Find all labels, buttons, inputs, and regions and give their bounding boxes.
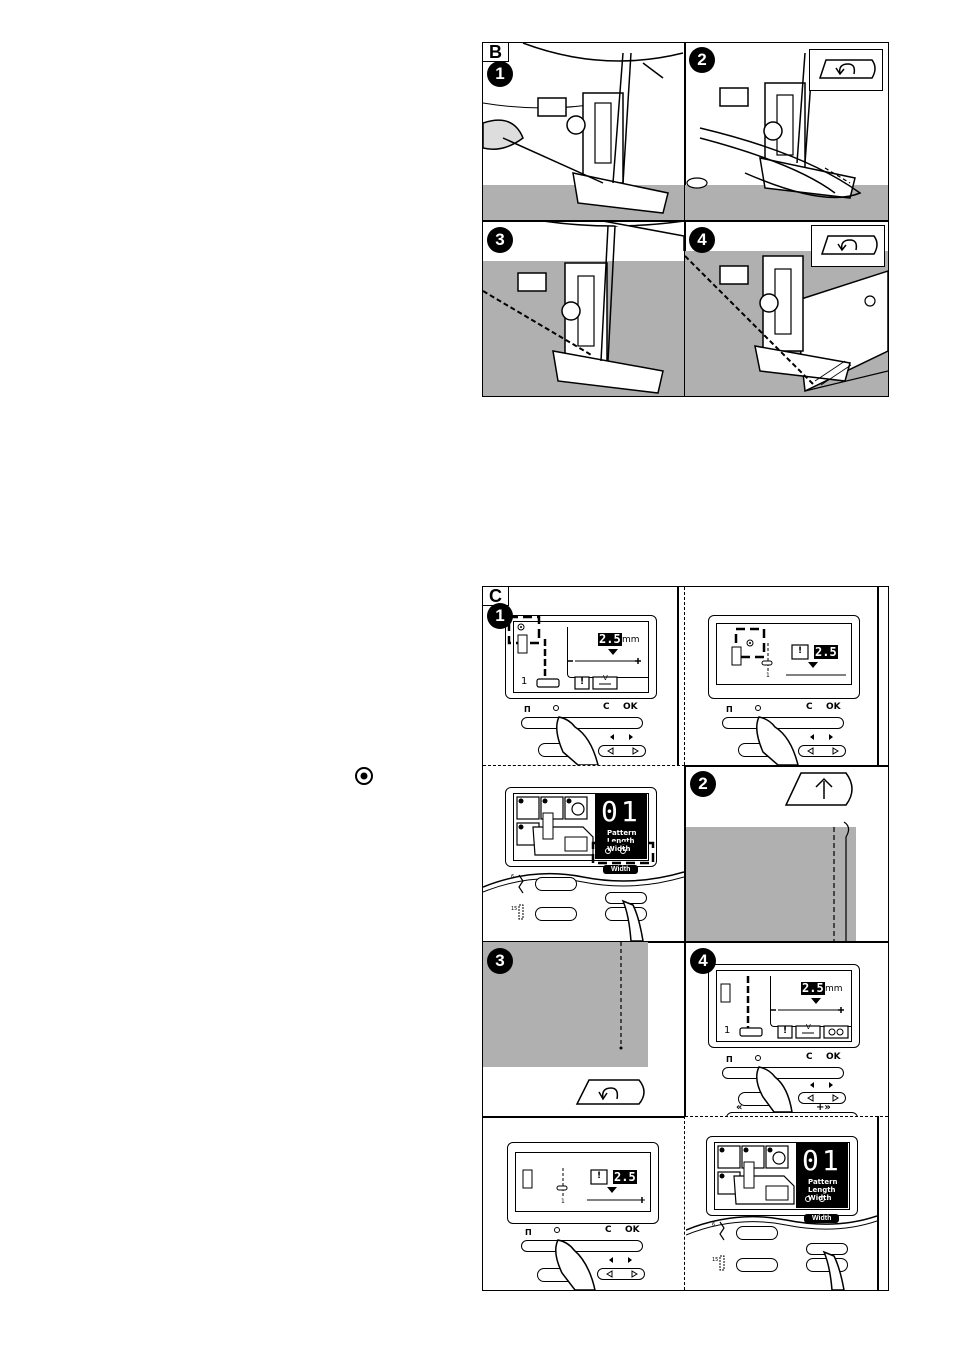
figure-b: B 1 <box>482 42 889 397</box>
reverse-stitch-icon <box>810 50 882 90</box>
step-4-badge: 4 <box>690 948 716 974</box>
figure-c-step4b: ! 2.5 1 Π C OK <box>483 1118 684 1290</box>
figure-b-step1: 1 <box>483 43 684 220</box>
step-2-badge: 2 <box>690 771 716 797</box>
step-3-badge: 3 <box>487 948 513 974</box>
reverse-stitch-button <box>809 49 883 91</box>
figure-c-step1c: 01 Pattern Length Width Width <box>483 767 684 941</box>
step-4-badge: 4 <box>689 227 715 253</box>
needle-position-icon <box>354 766 374 786</box>
figure-c-step2: 2 <box>686 767 888 941</box>
figure-b-step3: 3 <box>483 221 684 396</box>
presser-foot-icon <box>483 43 684 220</box>
step-3-badge: 3 <box>487 227 513 253</box>
figure-c-step1b: ! 2.5 1 Π C OK <box>686 587 877 765</box>
figure-c-step4: 2.5 mm 1 ! V Π C OK « +» <box>686 942 888 1116</box>
figure-b-step2: 2 <box>685 43 888 220</box>
step-2-badge: 2 <box>689 47 715 73</box>
step-1-badge: 1 <box>487 61 513 87</box>
figure-c-step4c: 01 Pattern Length Width Width 6 1 <box>686 1118 877 1290</box>
reverse-stitch-button-2 <box>811 225 885 267</box>
reverse-stitch-icon <box>577 1080 644 1104</box>
figure-c: C 2.5 mm 1 ! <box>482 586 889 1291</box>
figure-c-step1: 2.5 mm 1 ! V Π C OK <box>483 587 677 765</box>
needle-up-icon <box>786 773 852 805</box>
reverse-stitch-icon <box>812 226 884 266</box>
figure-b-step4: 4 <box>685 221 888 396</box>
figure-c-step3: 3 <box>483 942 684 1116</box>
step-1-badge: 1 <box>487 603 513 629</box>
